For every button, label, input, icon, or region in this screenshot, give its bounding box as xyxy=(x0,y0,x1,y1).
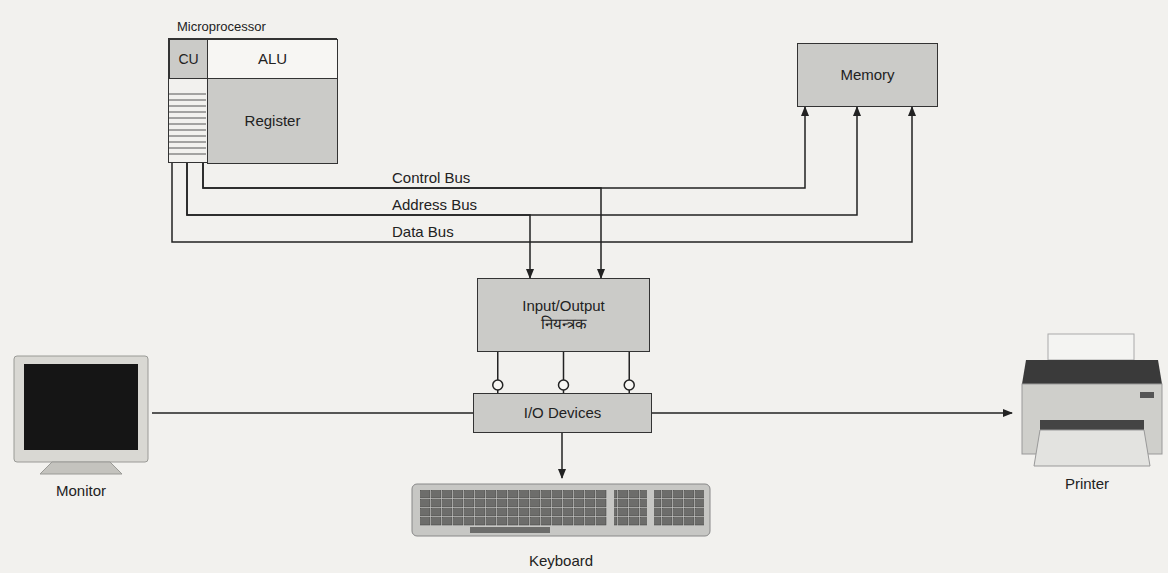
node-text: Memory xyxy=(840,66,894,84)
node-text: Printer xyxy=(1065,475,1109,493)
printer-picture xyxy=(1022,334,1162,466)
bus-connector xyxy=(152,412,473,414)
printer-caption-area: Printer xyxy=(1012,328,1162,493)
bus-connector xyxy=(561,433,563,478)
io-controller-box: Input/Output नियन्त्रक xyxy=(477,278,650,352)
node-text: I/O Devices xyxy=(524,404,602,422)
alu-box: ALU xyxy=(207,39,338,79)
monitor-picture xyxy=(14,356,148,474)
bus-connector xyxy=(652,412,1012,414)
node-text: Monitor xyxy=(56,482,106,500)
bus-connector xyxy=(493,352,634,393)
bus-label: Address Bus xyxy=(390,196,479,213)
control-unit-box: CU xyxy=(169,39,208,79)
bus-label: Control Bus xyxy=(390,169,472,186)
node-text: Keyboard xyxy=(529,552,593,570)
register-box: Register xyxy=(207,78,338,164)
bus-connector xyxy=(203,163,601,278)
bus-label: Data Bus xyxy=(390,223,456,240)
microprocessor-box: MicroprocessorCUALURegister xyxy=(168,38,337,163)
monitor-caption-area: Monitor xyxy=(10,355,152,500)
heading-text: Microprocessor xyxy=(177,19,344,35)
io-devices-box: I/O Devices xyxy=(473,393,652,433)
node-text: ALU xyxy=(258,50,287,68)
node-text: Input/Output नियन्त्रक xyxy=(509,297,619,333)
memory-box: Memory xyxy=(797,43,938,107)
keyboard-picture xyxy=(412,484,710,536)
bus-connector xyxy=(172,107,912,242)
keyboard-caption-area: Keyboard xyxy=(408,478,714,570)
bus-connector xyxy=(187,163,530,278)
node-text: Register xyxy=(245,112,301,130)
register-bank-stripes xyxy=(169,94,206,154)
node-text: CU xyxy=(178,50,198,68)
